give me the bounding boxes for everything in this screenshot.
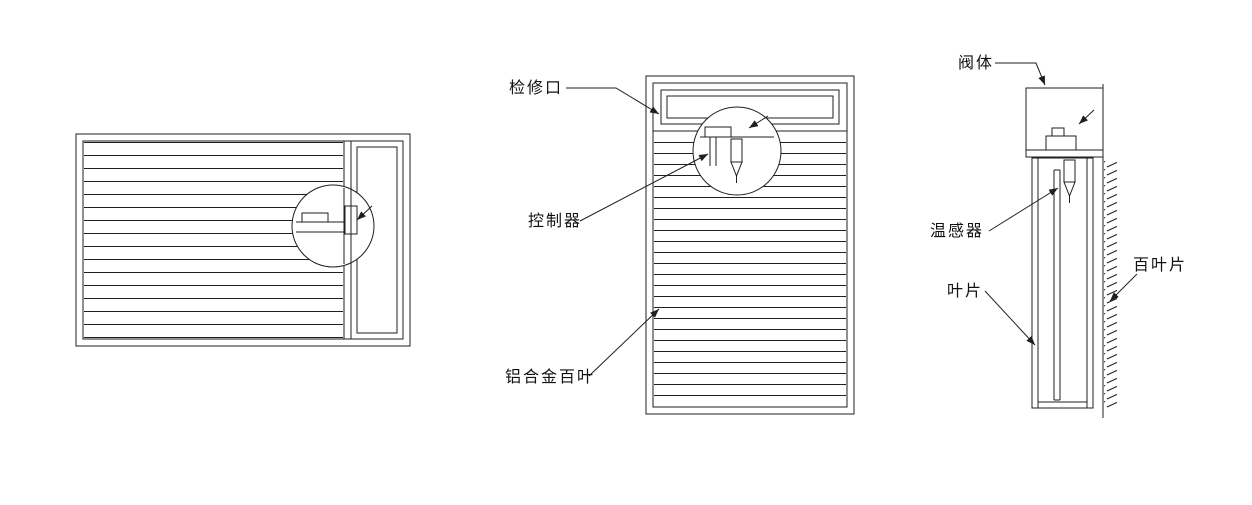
leader-aluminum-louver	[588, 308, 660, 377]
damper-body	[1031, 157, 1094, 409]
label-inspection-port: 检修口	[509, 78, 564, 97]
label-aluminum-louver: 铝合金百叶	[505, 367, 596, 386]
middle-detail-circle	[692, 106, 782, 196]
label-temperature-sensor: 温感器	[930, 221, 985, 240]
temperature-sensor-shape	[1063, 159, 1076, 203]
leader-inspection-port	[566, 87, 660, 115]
left-view-drawing	[75, 133, 411, 347]
label-valve-body: 阀体	[958, 53, 995, 72]
valve-body-box	[1025, 87, 1104, 158]
leader-valve-body	[995, 62, 1046, 86]
label-controller: 控制器	[528, 211, 583, 230]
leader-temperature-sensor	[988, 187, 1059, 232]
leader-controller	[579, 153, 709, 222]
label-louver-blade: 百叶片	[1133, 255, 1188, 274]
valve-controller-mechanism	[1045, 109, 1095, 151]
label-blade: 叶片	[947, 281, 984, 300]
blade-shape	[1053, 169, 1061, 401]
leader-louver-blade	[1109, 273, 1138, 302]
right-view-drawing	[984, 62, 1138, 418]
left-detail-circle	[291, 184, 375, 268]
left-controller-mechanism	[296, 188, 373, 264]
middle-view-drawing	[566, 75, 855, 415]
middle-controller-mechanism	[700, 115, 774, 183]
louver-blade-hatching	[1104, 161, 1117, 408]
leader-blade	[984, 290, 1036, 346]
